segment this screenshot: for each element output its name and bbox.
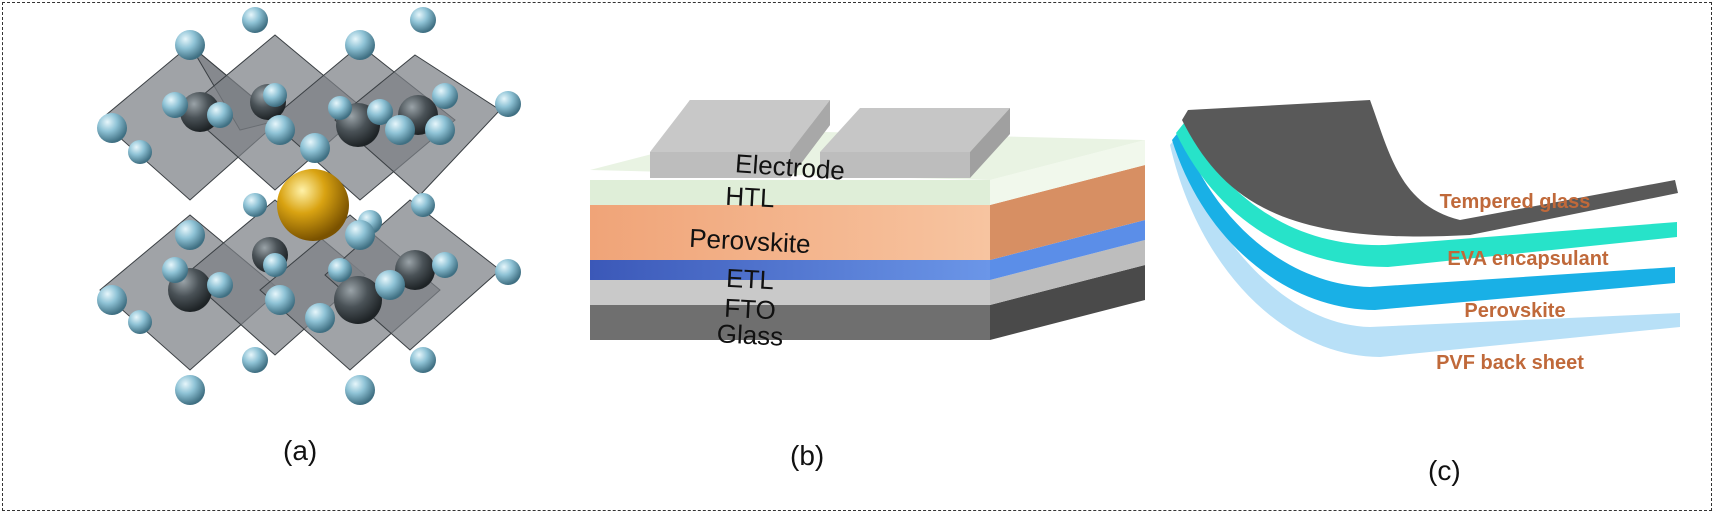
perovskite-label: Perovskite: [689, 223, 812, 259]
fto-side: [990, 240, 1145, 305]
panel-a-caption: (a): [283, 435, 318, 466]
electrode-strips: [650, 100, 1010, 178]
panel-c-caption: (c): [1428, 455, 1461, 486]
htl-front: [590, 180, 990, 205]
fto-front: [590, 280, 990, 305]
etl-side: [990, 220, 1145, 280]
tempered-glass-layer: [1182, 100, 1678, 237]
perovskite-module-label: Perovskite: [1464, 300, 1565, 322]
panel-a-crystal-structure: [90, 0, 570, 440]
panel-c-module-layers: Tempered glass EVA encapsulant Perovskit…: [1170, 95, 1690, 415]
gold-a-site-atom: [277, 169, 349, 241]
etl-front: [590, 260, 990, 280]
panel-b-caption: (b): [790, 440, 825, 471]
glass-side: [990, 265, 1145, 340]
htl-side: [990, 140, 1145, 205]
module-layers-graphic: Tempered glass EVA encapsulant Perovskit…: [1170, 100, 1680, 374]
perovskite-front: [590, 205, 990, 260]
eva-encapsulant-label: EVA encapsulant: [1447, 248, 1608, 270]
glass-label: Glass: [716, 318, 784, 351]
glass-front: [590, 305, 990, 340]
panel-b-device-stack: Electrode HTL Perovskite ETL FTO Glass: [590, 90, 1150, 420]
htl-label: HTL: [725, 181, 776, 214]
fto-label: FTO: [724, 293, 777, 326]
pvf-back-sheet-label: PVF back sheet: [1436, 352, 1584, 374]
crystal-structure-graphic: [97, 7, 521, 405]
tempered-glass-label: Tempered glass: [1440, 191, 1591, 213]
device-stack-graphic: Electrode HTL Perovskite ETL FTO Glass: [590, 100, 1145, 352]
halide-atoms: [97, 7, 521, 405]
etl-label: ETL: [725, 263, 774, 295]
perovskite-side: [990, 165, 1145, 260]
eva-encapsulant-layer: [1176, 123, 1677, 267]
